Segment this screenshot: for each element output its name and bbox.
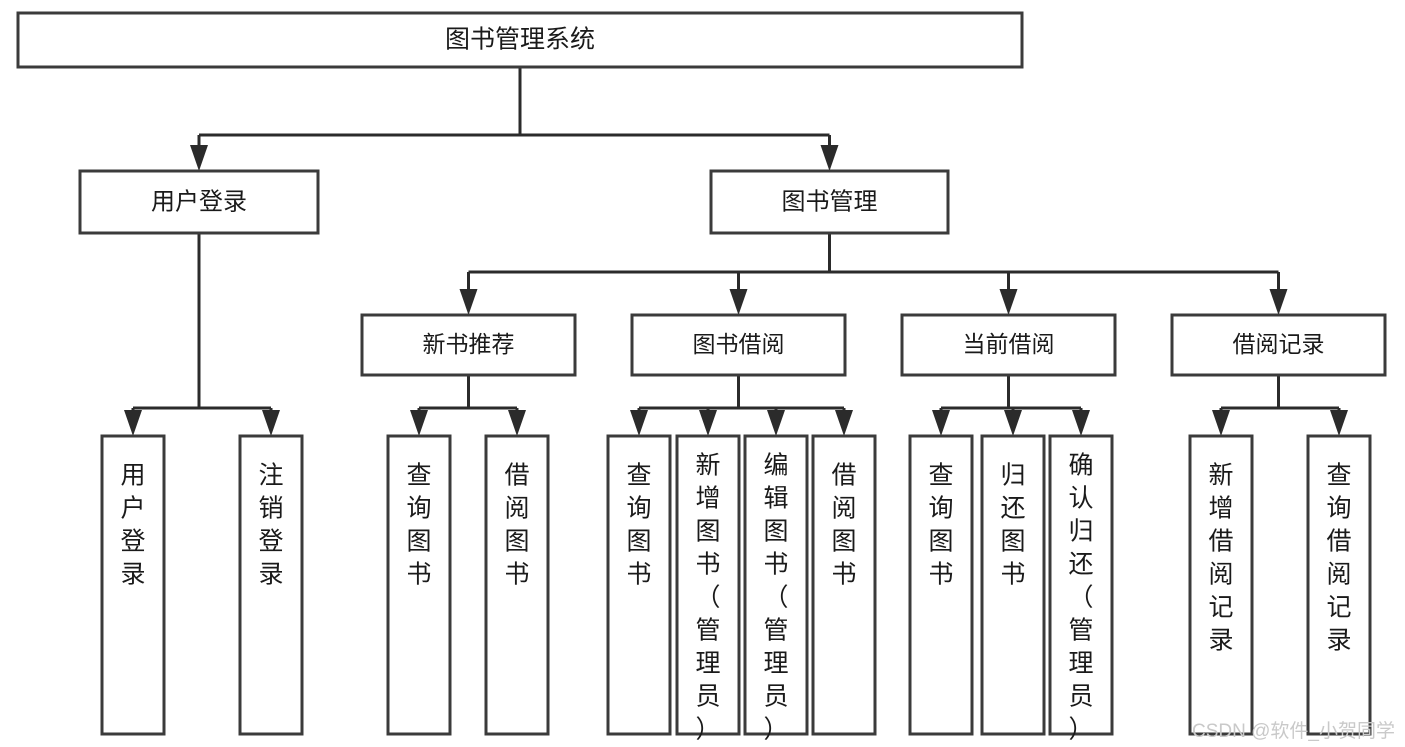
node-leaf-12[interactable]: 查询借阅记录 <box>1306 434 1372 736</box>
node-leaf-8-rect <box>908 434 974 736</box>
node-leaf-7-label: 借阅图书 <box>831 461 856 588</box>
node-leaf-1[interactable]: 注销登录 <box>238 434 304 736</box>
node-level2-1[interactable]: 图书借阅 <box>630 313 847 377</box>
arrow-head-icon <box>410 410 428 436</box>
node-root-label: 图书管理系统 <box>445 26 595 54</box>
arrow-head-icon <box>820 145 839 171</box>
node-leaf-8-label: 查询图书 <box>928 461 953 588</box>
node-leaf-12-rect <box>1306 434 1372 736</box>
node-leaf-6[interactable]: 编辑图书（管理员） <box>743 434 809 743</box>
node-leaf-10[interactable]: 确认归还（管理员） <box>1048 434 1114 743</box>
node-leaf-4-label: 查询图书 <box>626 461 651 588</box>
node-leaf-2-label: 查询图书 <box>406 461 431 588</box>
node-leaf-11[interactable]: 新增借阅记录 <box>1188 434 1254 736</box>
arrow-head-icon <box>835 410 853 436</box>
node-leaf-0-label: 用户登录 <box>120 461 145 588</box>
arrow-head-icon <box>124 410 142 436</box>
node-leaf-4-rect <box>606 434 672 736</box>
node-leaf-8[interactable]: 查询图书 <box>908 434 974 736</box>
node-leaf-10-label: 确认归还（管理员） <box>1068 451 1093 743</box>
node-level1-1-label: 图书管理 <box>782 188 878 215</box>
node-level2-2[interactable]: 当前借阅 <box>900 313 1117 377</box>
arrow-head-icon <box>630 410 648 436</box>
arrow-head-icon <box>999 289 1018 315</box>
node-leaf-0-rect <box>100 434 166 736</box>
node-leaf-3-label: 借阅图书 <box>504 461 529 588</box>
node-level1-1-rect <box>709 169 950 235</box>
node-leaf-9[interactable]: 归还图书 <box>980 434 1046 736</box>
node-level2-3-label: 借阅记录 <box>1233 331 1325 357</box>
node-leaf-1-label: 注销登录 <box>258 461 283 588</box>
node-level2-2-label: 当前借阅 <box>963 331 1055 357</box>
arrow-head-icon <box>1072 410 1090 436</box>
node-level2-2-rect <box>900 313 1117 377</box>
edges-layer <box>124 67 1348 436</box>
node-root[interactable]: 图书管理系统 <box>16 11 1024 69</box>
watermark-text: CSDN @软件_小贺同学 <box>1192 721 1395 742</box>
node-leaf-2-rect <box>386 434 452 736</box>
arrow-head-icon <box>262 410 280 436</box>
node-level1-0-rect <box>78 169 320 235</box>
arrow-head-icon <box>459 289 478 315</box>
node-leaf-11-label: 新增借阅记录 <box>1208 461 1233 654</box>
node-leaf-7-rect <box>811 434 877 736</box>
arrow-head-icon <box>729 289 748 315</box>
node-level2-0[interactable]: 新书推荐 <box>360 313 577 377</box>
arrow-head-icon <box>190 145 208 171</box>
node-leaf-10-rect <box>1048 434 1114 736</box>
node-root-rect <box>16 11 1024 69</box>
node-leaf-7[interactable]: 借阅图书 <box>811 434 877 736</box>
node-level2-0-label: 新书推荐 <box>423 331 515 357</box>
node-leaf-12-label: 查询借阅记录 <box>1326 461 1351 654</box>
node-leaf-9-rect <box>980 434 1046 736</box>
node-leaf-5-rect <box>675 434 741 736</box>
node-leaf-4[interactable]: 查询图书 <box>606 434 672 736</box>
node-level2-1-rect <box>630 313 847 377</box>
node-leaf-6-rect <box>743 434 809 736</box>
node-level1-0-label: 用户登录 <box>151 188 247 215</box>
arrow-head-icon <box>508 410 526 436</box>
node-leaf-11-rect <box>1188 434 1254 736</box>
arrow-head-icon <box>1269 289 1288 315</box>
node-level2-1-label: 图书借阅 <box>693 331 785 357</box>
node-level1-0[interactable]: 用户登录 <box>78 169 320 235</box>
node-leaf-3-rect <box>484 434 550 736</box>
node-leaf-2[interactable]: 查询图书 <box>386 434 452 736</box>
arrow-head-icon <box>767 410 785 436</box>
node-level1-1[interactable]: 图书管理 <box>709 169 950 235</box>
node-leaf-6-label: 编辑图书（管理员） <box>763 451 788 743</box>
node-leaf-5[interactable]: 新增图书（管理员） <box>675 434 741 743</box>
arrow-head-icon <box>1004 410 1022 436</box>
arrow-head-icon <box>932 410 950 436</box>
node-leaf-0[interactable]: 用户登录 <box>100 434 166 736</box>
node-level2-3[interactable]: 借阅记录 <box>1170 313 1387 377</box>
node-leaf-9-label: 归还图书 <box>1000 461 1025 588</box>
node-level2-0-rect <box>360 313 577 377</box>
node-leaf-5-label: 新增图书（管理员） <box>695 451 720 743</box>
node-leaf-3[interactable]: 借阅图书 <box>484 434 550 736</box>
arrow-head-icon <box>1330 410 1348 436</box>
node-level2-3-rect <box>1170 313 1387 377</box>
arrow-head-icon <box>699 410 717 436</box>
arrow-head-icon <box>1212 410 1230 436</box>
node-leaf-1-rect <box>238 434 304 736</box>
nodes-layer: 图书管理系统用户登录图书管理新书推荐图书借阅当前借阅借阅记录用户登录注销登录查询… <box>16 11 1387 743</box>
